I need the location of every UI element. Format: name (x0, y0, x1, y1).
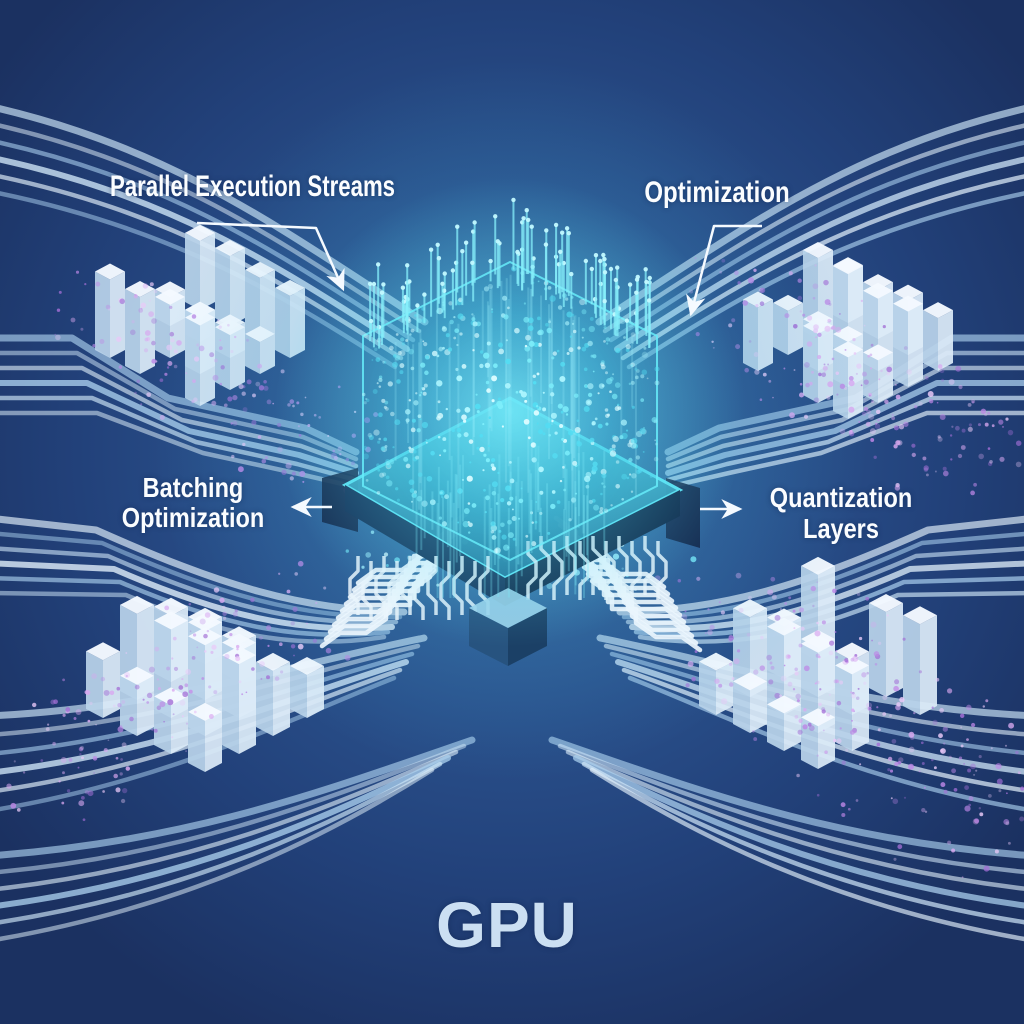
label-line-1: Batching (142, 472, 244, 503)
label-batching-optimization: Batching Optimization (108, 473, 278, 533)
hologram-particle-dots (361, 197, 660, 598)
label-text: Optimization (644, 176, 790, 209)
gpu-chip-assembly (150, 60, 870, 780)
label-gpu-title: GPU (436, 889, 578, 961)
label-optimization: Optimization (626, 176, 808, 210)
label-line-1: Quantization (769, 482, 913, 513)
label-line-2: Optimization (121, 502, 265, 533)
label-text: Parallel Execution Streams (110, 170, 396, 203)
leader-arrows (196, 221, 762, 519)
arrow-parallel-streams (196, 221, 345, 292)
label-line-2: Layers (803, 513, 879, 544)
arrow-optimization (686, 224, 762, 317)
label-parallel-execution-streams: Parallel Execution Streams (110, 170, 495, 204)
label-quantization-layers: Quantization Layers (756, 482, 926, 544)
hologram-cube (362, 260, 658, 562)
